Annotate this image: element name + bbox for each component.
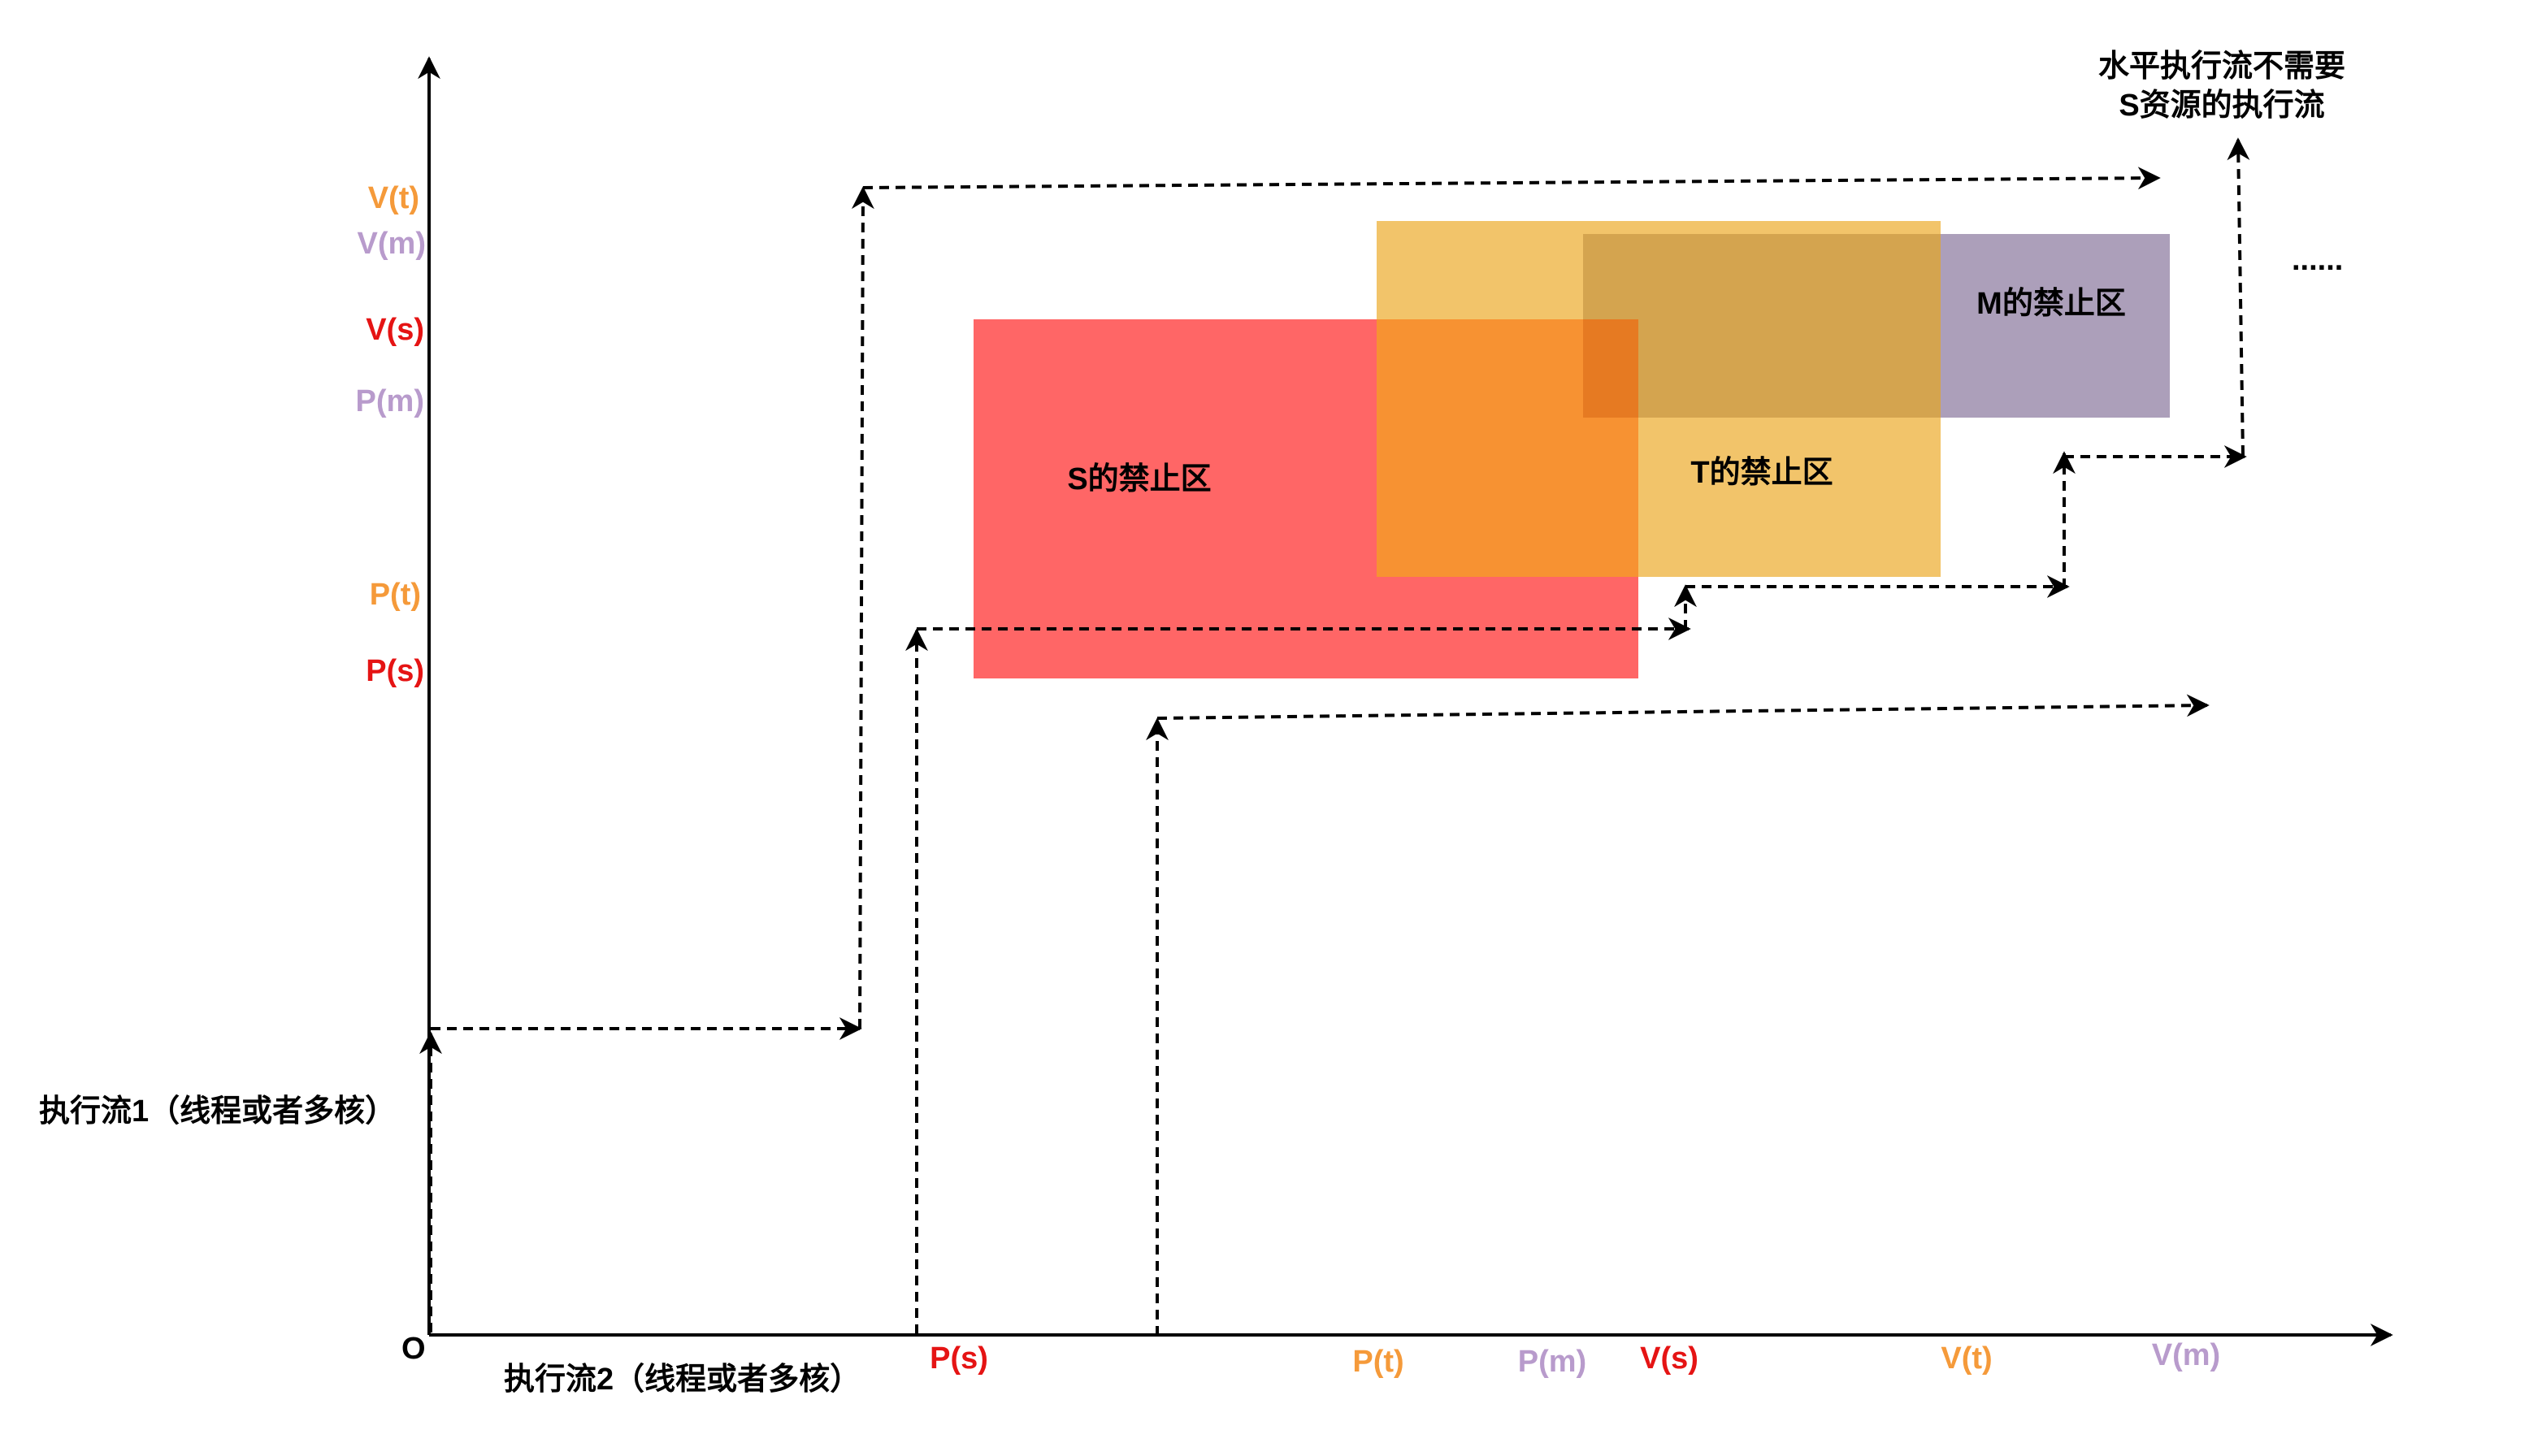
y-tick-label: V(t) xyxy=(368,181,419,215)
y-axis-label: 执行流1（线程或者多核） xyxy=(39,1094,396,1129)
y-tick-label: V(m) xyxy=(358,227,426,261)
x-tick-label: V(t) xyxy=(1941,1341,1992,1376)
path-3-seg-b xyxy=(1156,694,2210,720)
ellipsis-text: ...... xyxy=(2292,243,2343,277)
axis-captions: O 执行流2（线程或者多核） 执行流1（线程或者多核） 水平执行流不需要 S资源… xyxy=(39,50,2345,1397)
t-m-overlap xyxy=(1583,234,1941,418)
x-tick-label: V(m) xyxy=(2152,1338,2220,1372)
x-tick-labels: P(s) P(t) P(m) V(s) V(t) V(m) xyxy=(930,1338,2220,1379)
annotation-line-1: 水平执行流不需要 xyxy=(2098,50,2345,84)
execution-paths xyxy=(419,137,2250,1336)
s-t-m-overlap xyxy=(1583,319,1638,418)
forbidden-zones xyxy=(974,221,2170,678)
path-1-seg-d xyxy=(862,167,2161,190)
axes xyxy=(418,56,2393,1346)
zone-labels: S的禁止区 T的禁止区 M的禁止区 xyxy=(1067,287,2126,496)
s-zone-label: S的禁止区 xyxy=(1067,462,1211,496)
x-tick-label: V(s) xyxy=(1640,1341,1698,1376)
y-tick-label: P(m) xyxy=(356,384,424,418)
t-zone-label: T的禁止区 xyxy=(1690,456,1833,490)
x-tick-label: P(t) xyxy=(1352,1345,1403,1379)
m-zone-label: M的禁止区 xyxy=(1976,287,2126,321)
y-tick-label: P(t) xyxy=(370,578,421,612)
x-tick-label: P(s) xyxy=(930,1341,988,1376)
x-axis-label: 执行流2（线程或者多核） xyxy=(504,1363,861,1397)
path-2-seg-g xyxy=(2227,137,2250,456)
annotation-line-2: S资源的执行流 xyxy=(2119,89,2324,123)
y-tick-label: V(s) xyxy=(366,313,424,347)
origin-label: O xyxy=(401,1332,426,1366)
y-tick-labels: V(t) V(m) V(s) P(m) P(t) P(s) xyxy=(356,181,426,688)
path-1-seg-c xyxy=(851,186,874,1029)
x-tick-label: P(m) xyxy=(1518,1345,1586,1379)
y-tick-label: P(s) xyxy=(366,654,424,688)
